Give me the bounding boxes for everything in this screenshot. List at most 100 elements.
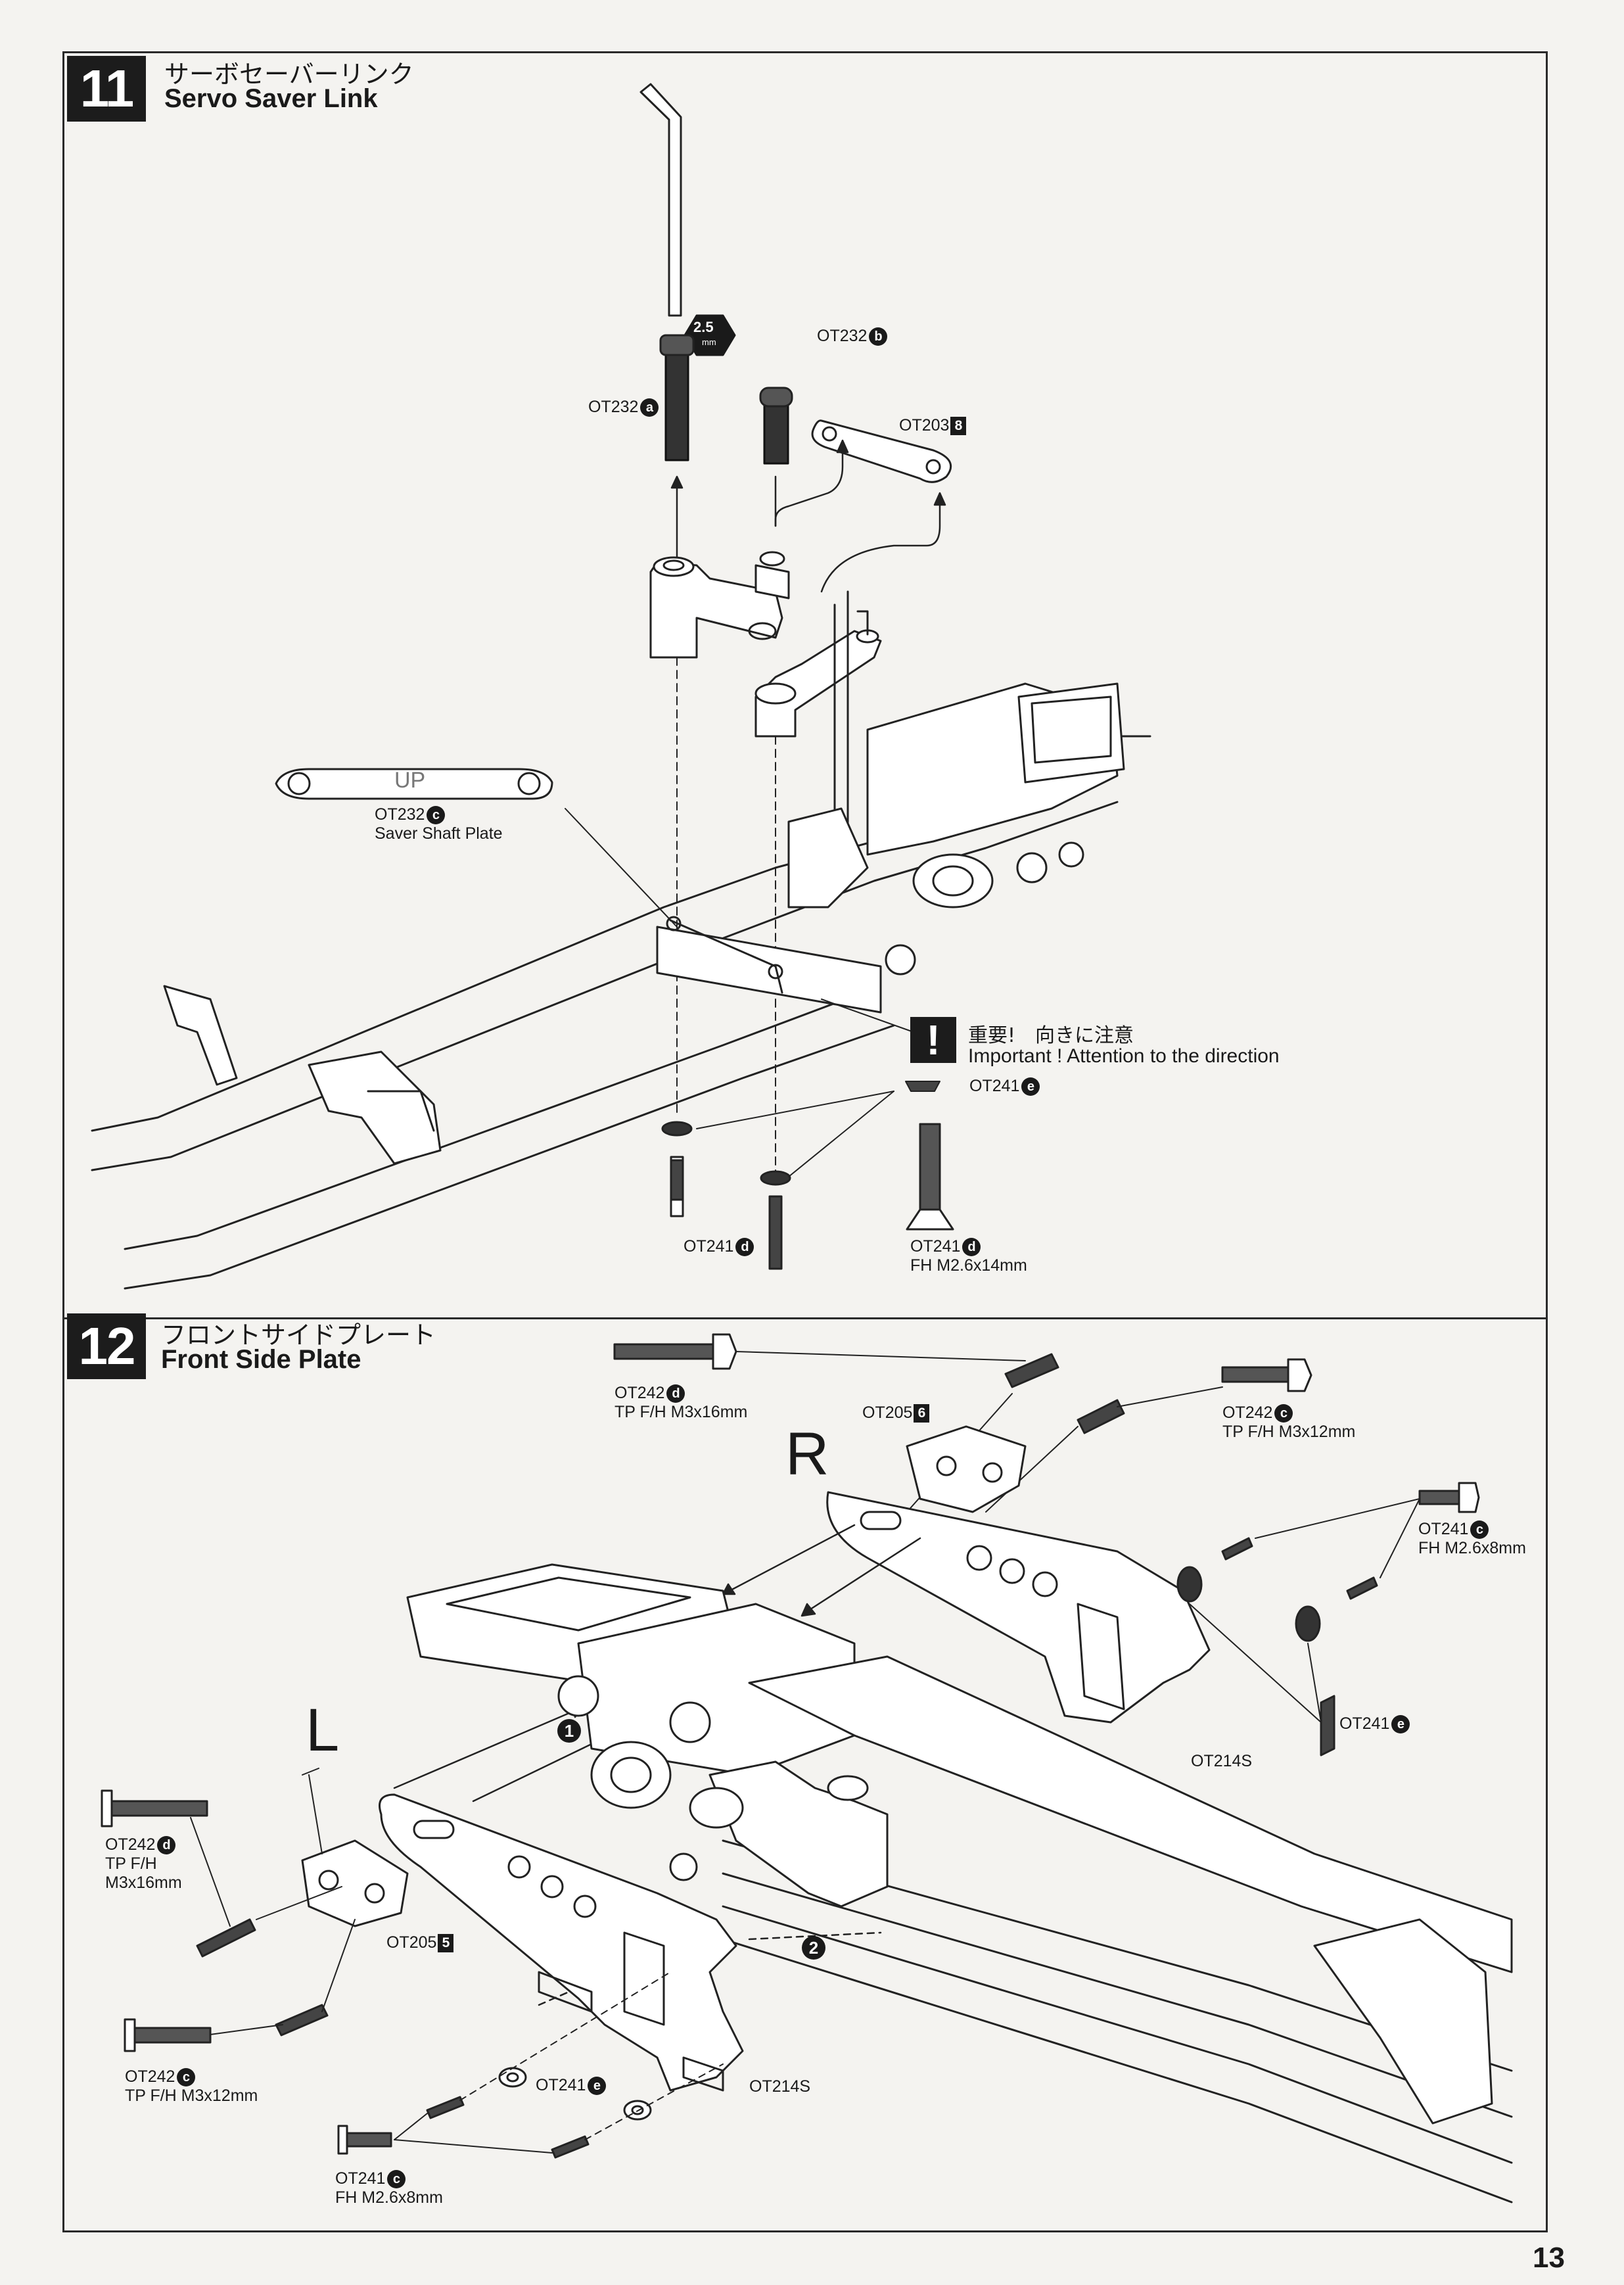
step-number-badge: 11 xyxy=(67,56,146,122)
part-mark: e xyxy=(1021,1077,1040,1096)
part-spec: TP F/H xyxy=(105,1854,157,1873)
shaft-a-icon xyxy=(659,334,695,461)
part-code: OT232 xyxy=(375,805,425,824)
notice-en: Important ! Attention to the direction xyxy=(968,1045,1280,1067)
screw-short-r-icon xyxy=(985,1358,1312,1513)
step-title-jp: フロントサイドプレート xyxy=(161,1321,436,1350)
part-mark: c xyxy=(427,806,446,825)
page-number: 13 xyxy=(1533,2242,1565,2274)
part-spec: TP F/H M3x12mm xyxy=(1222,1423,1356,1442)
part-mark: a xyxy=(640,398,659,417)
part-mark: e xyxy=(1391,1715,1410,1734)
warn-pointer xyxy=(821,999,914,1033)
washer-e-11-icon xyxy=(661,1121,791,1186)
chassis-frame-11 xyxy=(91,682,1151,1290)
tool-size-label: 2.5 xyxy=(693,319,714,335)
part-code: OT241 xyxy=(1339,1714,1390,1733)
part-spec: FH M2.6x8mm xyxy=(335,2188,443,2207)
part-mark: 5 xyxy=(438,1934,454,1953)
part-mark: e xyxy=(588,2077,607,2096)
step11-arrows xyxy=(670,439,946,593)
part-code: OT241 xyxy=(1418,1520,1469,1538)
washer-callout-lines xyxy=(696,1081,940,1177)
part-mark: c xyxy=(387,2170,406,2189)
part-spec: FH M2.6x8mm xyxy=(1418,1539,1526,1558)
servo-link-icon xyxy=(811,419,952,483)
part-name: Saver Shaft Plate xyxy=(375,824,503,843)
part-spec: TP F/H M3x12mm xyxy=(125,2086,258,2106)
part-code: OT242 xyxy=(125,2067,175,2086)
sequence-2: 2 xyxy=(802,1936,825,1960)
part-code: OT203 xyxy=(899,416,950,435)
part-label-r-plate: OT214S xyxy=(1191,1752,1253,1770)
screws-l-icon xyxy=(101,1789,724,2159)
saver-shaft-plate-icon xyxy=(275,768,678,928)
part-mark: d xyxy=(666,1384,685,1403)
part-code: OT205 xyxy=(862,1403,913,1422)
part-mark: 8 xyxy=(950,417,967,436)
part-mark: c xyxy=(1470,1520,1489,1540)
servo-saver-assembly xyxy=(649,551,882,889)
part-mark: d xyxy=(735,1238,754,1257)
step-title-jp: サーボセーバーリンク xyxy=(164,60,414,89)
page-frame xyxy=(62,51,1548,2232)
step-title-en: Front Side Plate xyxy=(161,1345,361,1374)
sequence-1: 1 xyxy=(557,1719,581,1743)
step-title-en: Servo Saver Link xyxy=(164,84,378,113)
part-code: OT242 xyxy=(615,1384,665,1402)
part-mark: d xyxy=(157,1836,176,1855)
chassis-frame-12 xyxy=(406,1563,1513,2203)
part-code: OT232 xyxy=(817,327,868,345)
tool-size-value: 2.5 xyxy=(693,319,714,335)
step-number-badge: 12 xyxy=(67,1313,146,1379)
side-label-r: R xyxy=(785,1421,829,1488)
part-code: OT242 xyxy=(105,1835,156,1854)
part-spec: FH M2.6x14mm xyxy=(910,1256,1027,1275)
warning-icon: ! xyxy=(910,1017,956,1063)
part-code: OT232 xyxy=(588,398,639,416)
mount-r-icon xyxy=(906,1425,1027,1513)
part-code: OT241 xyxy=(335,2169,386,2188)
mount-l-icon xyxy=(301,1768,409,1927)
small-screws-r-icon xyxy=(1176,1482,1480,1756)
plate-up-text: UP xyxy=(394,768,426,793)
part-code: OT242 xyxy=(1222,1403,1273,1422)
part-label-l-plate: OT214S xyxy=(749,2077,811,2096)
part-code: OT241 xyxy=(969,1077,1020,1095)
notice-jp: 重要! 向きに注意 xyxy=(968,1024,1134,1047)
side-label-l: L xyxy=(306,1697,340,1764)
part-code: OT241 xyxy=(536,2076,586,2094)
part-code: OT241 xyxy=(910,1237,961,1256)
part-mark: b xyxy=(869,327,888,346)
part-spec: M3x16mm xyxy=(105,1873,182,1893)
step-divider xyxy=(62,1317,1548,1319)
screw-d-11-icon xyxy=(670,1123,954,1270)
tool-unit-label: mm xyxy=(702,337,716,347)
part-spec: TP F/H M3x16mm xyxy=(615,1403,748,1422)
part-code: OT205 xyxy=(386,1933,437,1952)
shaft-b-icon xyxy=(759,387,793,465)
side-plate-l-icon xyxy=(379,1793,744,2092)
hex-wrench-icon xyxy=(639,83,682,317)
part-mark: d xyxy=(962,1238,981,1257)
part-mark: 6 xyxy=(914,1404,930,1423)
part-mark: c xyxy=(1274,1404,1293,1423)
